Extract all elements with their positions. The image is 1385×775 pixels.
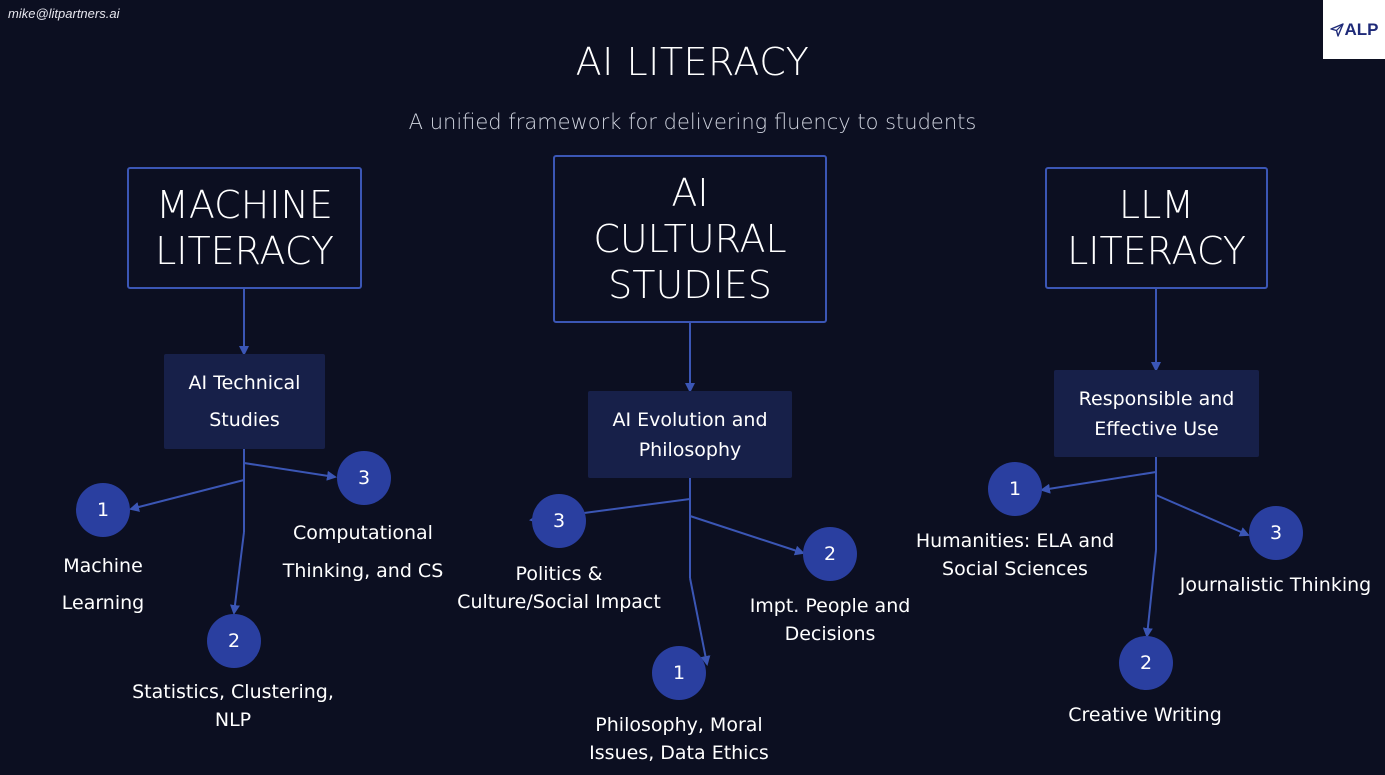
badge-machine-item-2: 2 <box>207 614 261 668</box>
label-politics-culture: Politics & Culture/Social Impact <box>457 563 661 613</box>
label-philosophy-moral-ethics: Philosophy, Moral Issues, Data Ethics <box>589 714 769 764</box>
connector-sub2-to-item2 <box>689 515 805 556</box>
connector-sub1-to-item3 <box>243 462 337 481</box>
pillar-ai-cultural-studies: AI CULTURAL STUDIES <box>553 155 827 323</box>
badge-llm-item-3: 3 <box>1249 506 1303 560</box>
connector-sub3-to-item3 <box>1155 494 1250 537</box>
pillar-machine-literacy-title: MACHINE LITERACY <box>155 183 334 273</box>
pillar-llm-literacy-title: LLM LITERACY <box>1067 183 1246 273</box>
sub-ai-evolution-philosophy: AI Evolution and Philosophy <box>588 391 792 478</box>
pillar-llm-literacy: LLM LITERACY <box>1045 167 1268 289</box>
pillar-machine-literacy: MACHINE LITERACY <box>127 167 362 289</box>
badge-machine-item-1: 1 <box>76 483 130 537</box>
connector-sub1-to-item2 <box>230 531 245 615</box>
alp-logo[interactable]: ALP <box>1323 0 1385 59</box>
label-impt-people-decisions: Impt. People and Decisions <box>749 595 911 645</box>
badge-cultural-item-2: 2 <box>803 527 857 581</box>
sub-ai-evolution-philosophy-label: AI Evolution and Philosophy <box>612 408 768 461</box>
label-humanities-ela: Humanities: ELA and Social Sciences <box>915 530 1115 580</box>
label-machine-learning: Machine Learning <box>61 555 145 614</box>
sub-ai-technical-studies-label: AI Technical Studies <box>188 371 301 431</box>
pillar-ai-cultural-studies-title: AI CULTURAL STUDIES <box>593 171 787 307</box>
sub-ai-technical-studies: AI Technical Studies <box>164 354 325 449</box>
label-statistics-clustering-nlp: Statistics, Clustering, NLP <box>132 681 334 731</box>
logo-text: ALP <box>1344 19 1379 39</box>
connector-sub2-to-item1 <box>689 577 711 666</box>
sub-responsible-effective-use: Responsible and Effective Use <box>1054 370 1259 457</box>
paper-plane-icon <box>1329 22 1344 37</box>
badge-llm-item-1: 1 <box>988 462 1042 516</box>
connector-sub3-to-item2 <box>1142 549 1157 638</box>
badge-cultural-item-3: 3 <box>532 494 586 548</box>
badge-llm-item-2: 2 <box>1119 636 1173 690</box>
label-journalistic-thinking: Journalistic Thinking <box>1179 574 1372 596</box>
label-computational-thinking: Computational Thinking, and CS <box>282 522 444 582</box>
connector-sub1-to-item1 <box>129 479 245 512</box>
sub-responsible-effective-use-label: Responsible and Effective Use <box>1078 387 1235 440</box>
label-creative-writing: Creative Writing <box>1068 704 1222 726</box>
badge-machine-item-3: 3 <box>337 451 391 505</box>
page-subtitle: A unified framework for delivering fluen… <box>408 110 977 134</box>
page-title: AI LITERACY <box>575 40 810 84</box>
user-email: mike@litpartners.ai <box>8 6 120 21</box>
badge-cultural-item-1: 1 <box>652 646 706 700</box>
connector-sub3-to-item1 <box>1040 471 1157 494</box>
